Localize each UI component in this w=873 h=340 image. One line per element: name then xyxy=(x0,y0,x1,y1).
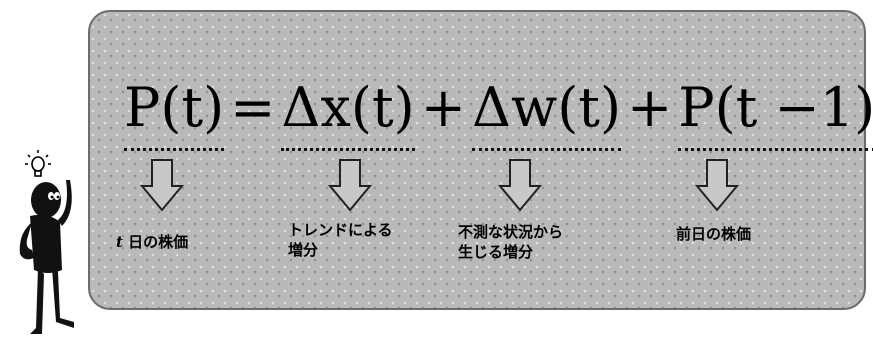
label-stock-price-day-t: t 日の株価 xyxy=(116,232,188,252)
formula-trend-term: Δx(t) xyxy=(281,68,415,151)
formula-plus-1: + xyxy=(420,76,466,139)
down-arrow-icon xyxy=(140,159,184,212)
down-arrow-icon xyxy=(498,159,542,212)
formula-equals: = xyxy=(230,76,276,139)
thinking-person-figure xyxy=(19,150,74,334)
label-unexpected-line2: 生じる増分 xyxy=(458,243,534,261)
formula-lhs: P(t) xyxy=(124,68,225,151)
formula-noise-term: Δw(t) xyxy=(471,68,622,151)
formula: P(t)=Δx(t)+Δw(t)+P(t −1) xyxy=(124,68,873,151)
formula-plus-2: + xyxy=(627,76,673,139)
formula-previous-term: P(t −1) xyxy=(678,68,873,151)
formula-panel xyxy=(88,10,866,310)
label-unexpected-increment: 不測な状況から 生じる増分 xyxy=(458,222,563,262)
lightbulb-icon xyxy=(25,150,51,177)
label-trend-line2: 増分 xyxy=(288,241,319,259)
label-variable-t: t xyxy=(116,233,123,251)
label-unexpected-line1: 不測な状況から xyxy=(458,223,564,241)
label-trend-line1: トレンドによる xyxy=(288,221,393,239)
label-previous-day-price: 前日の株価 xyxy=(676,225,752,243)
down-arrow-icon xyxy=(695,159,739,212)
label-stock-price-text: 日の株価 xyxy=(122,233,189,251)
down-arrow-icon xyxy=(328,159,372,212)
label-trend-increment: トレンドによる 増分 xyxy=(288,220,393,260)
